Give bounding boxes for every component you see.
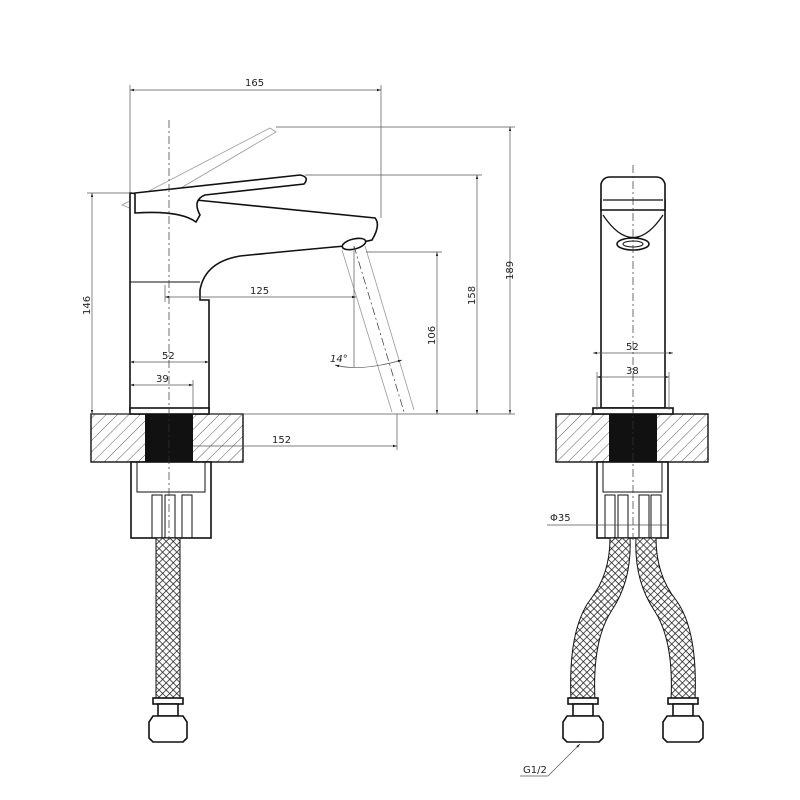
front-view: 52 38 Φ35 G1/2 [520,165,709,777]
side-view: 14° 165 189 158 146 106 125 [82,78,516,743]
dim-hose-thread: G1/2 [523,765,547,776]
hose-nut-right [662,715,704,743]
dim-body-width: 52 [162,351,175,362]
dim-spout-angle: 14° [330,354,348,365]
braided-hose-left [570,537,631,701]
dim-lever-height: 158 [467,286,478,305]
braided-hose [155,537,181,701]
threaded-shank [130,461,212,539]
lever-handle [134,174,308,224]
dim-front-body-width: 52 [626,342,639,353]
base-ring [129,407,210,415]
mounting-hole [145,414,193,462]
dim-fitting-diameter: Φ35 [550,513,571,524]
dim-water-reach: 152 [272,435,291,446]
dim-front-base-width: 38 [626,366,639,377]
hose-nut-left [562,715,604,743]
dim-spout-reach: 125 [250,286,269,297]
dim-body-height: 146 [82,296,93,315]
dim-spout-clearance: 106 [427,326,438,345]
faucet-body [129,192,379,411]
threaded-shank-front [596,461,669,539]
dim-height-total: 189 [505,261,516,280]
braided-hose-right [635,537,696,701]
hose-nut [148,715,188,743]
dim-width-total: 165 [245,78,264,89]
dim-base-width: 39 [156,374,169,385]
